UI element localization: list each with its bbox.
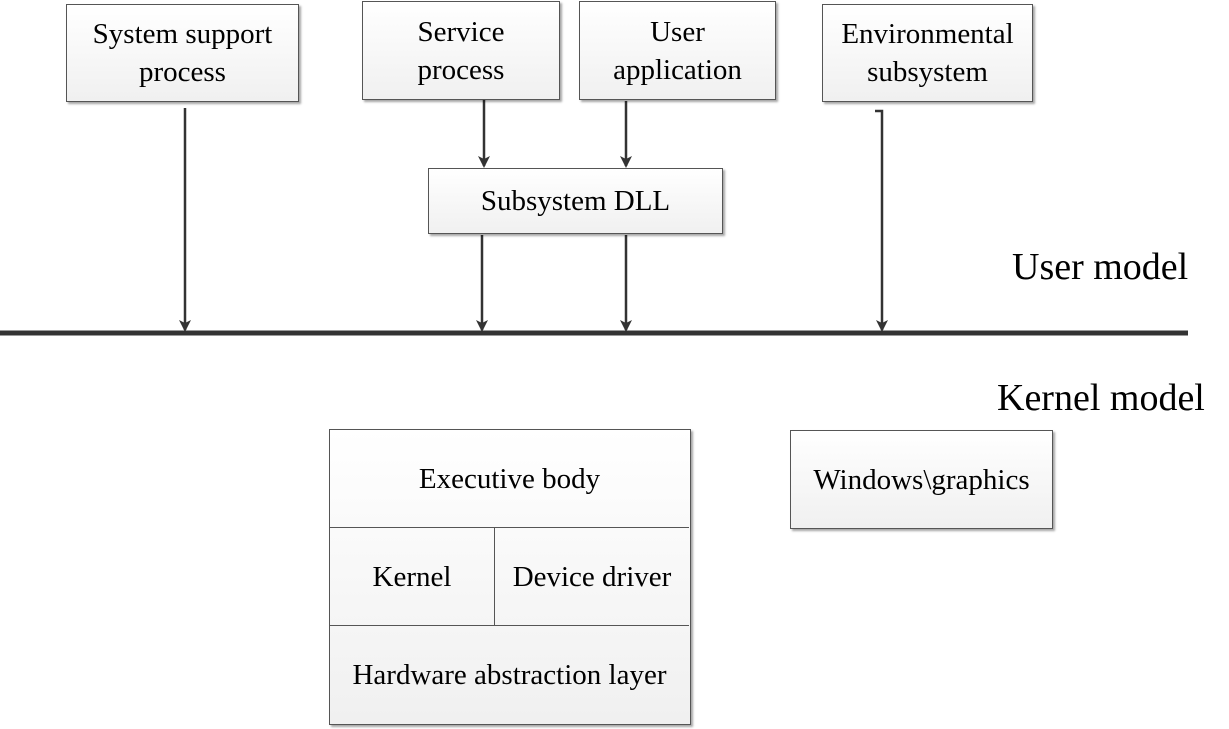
- hal-cell: Hardware abstraction layer: [330, 626, 689, 723]
- arrow-service-to-dll: [478, 95, 490, 168]
- environmental-subsystem-box: Environmental subsystem: [822, 4, 1033, 102]
- environmental-subsystem-label: Environmental subsystem: [841, 18, 1014, 88]
- kernel-label: Kernel: [372, 560, 452, 593]
- executive-body-label: Executive body: [418, 462, 601, 495]
- windows-graphics-label: Windows\graphics: [813, 463, 1030, 496]
- windows-graphics-box: Windows\graphics: [790, 430, 1053, 529]
- service-process-box: Service process: [362, 1, 560, 100]
- device-driver-label: Device driver: [512, 560, 672, 593]
- kernel-model-label: Kernel model: [997, 377, 1205, 419]
- system-support-process-label: System support process: [92, 18, 273, 88]
- kernel-cell: Kernel: [330, 528, 495, 626]
- user-model-label: User model: [1012, 246, 1189, 288]
- user-application-box: User application: [579, 1, 776, 100]
- user-application-label: User application: [613, 15, 742, 86]
- arrow-environmental-to-divider: [875, 109, 888, 332]
- subsystem-dll-box: Subsystem DLL: [428, 168, 723, 234]
- subsystem-dll-label: Subsystem DLL: [480, 185, 671, 217]
- service-process-label: Service process: [417, 15, 505, 86]
- executive-body-cell: Executive body: [330, 430, 689, 528]
- device-driver-cell: Device driver: [495, 528, 689, 626]
- system-support-process-box: System support process: [66, 4, 299, 102]
- kernel-stack: Executive body Kernel Device driver Hard…: [329, 429, 691, 725]
- hal-label: Hardware abstraction layer: [352, 658, 667, 691]
